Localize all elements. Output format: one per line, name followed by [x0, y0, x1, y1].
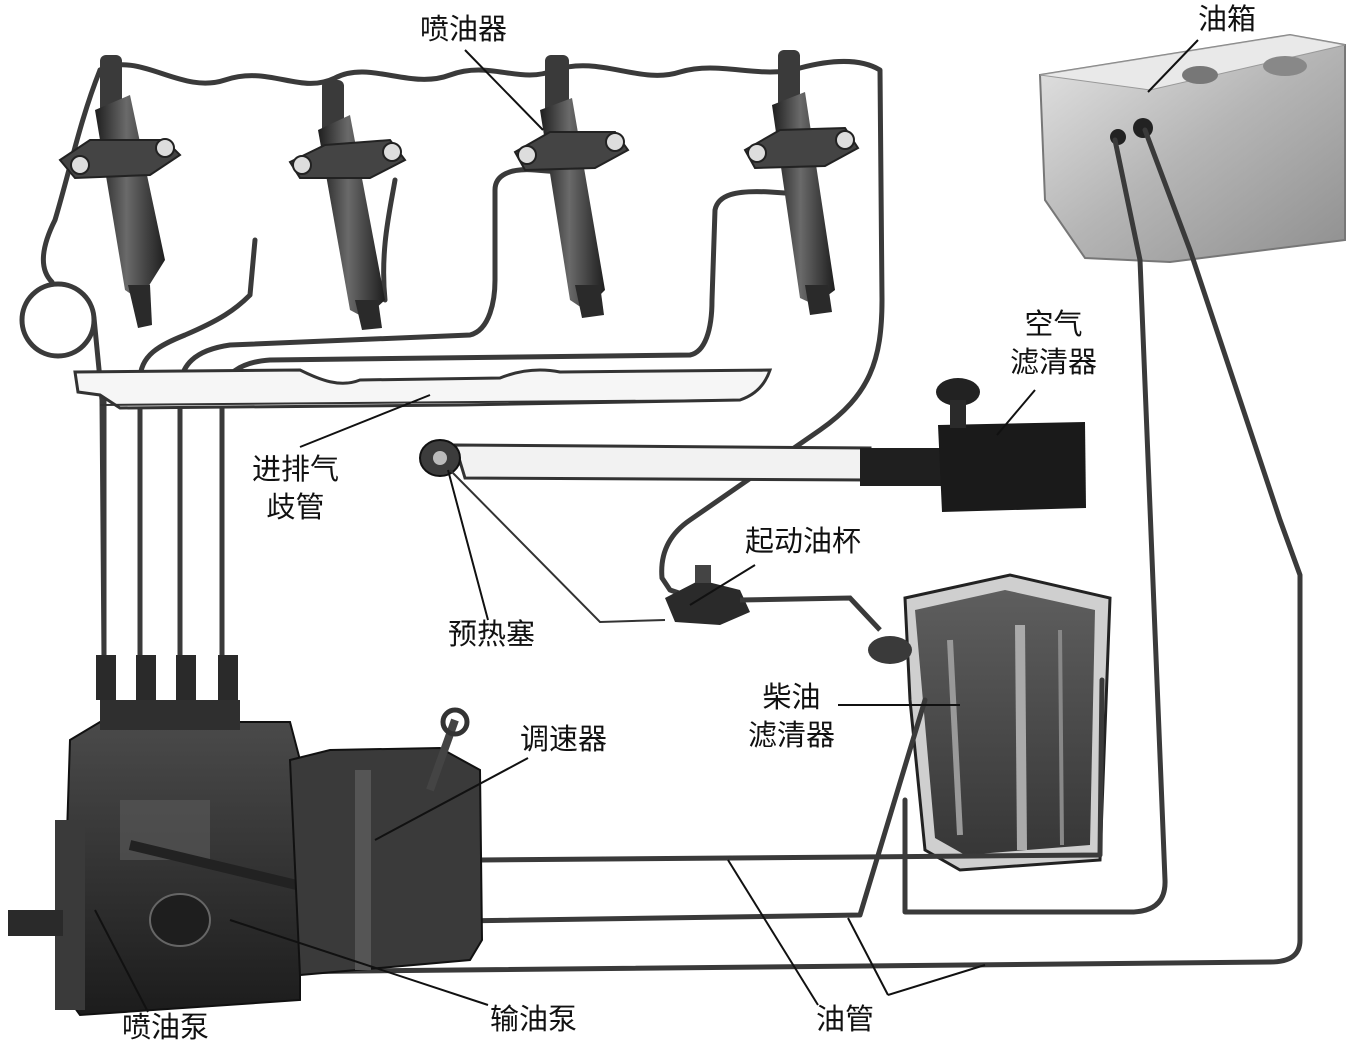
- label-diesel-filter: 柴油 滤清器: [748, 680, 836, 752]
- governor: [288, 707, 484, 977]
- label-injection-pump: 喷油泵: [122, 1010, 210, 1044]
- glow-plug-wire: [449, 469, 666, 624]
- intake-exhaust-manifold: [73, 368, 773, 410]
- label-fuel-pipe: 油管: [816, 1002, 875, 1036]
- fuel-pipes: [257, 127, 1303, 975]
- injector-1: [58, 55, 182, 328]
- label-fuel-tank: 油箱: [1198, 2, 1257, 36]
- injection-pump: [8, 655, 382, 1017]
- label-glow-plug: 预热塞: [448, 617, 536, 651]
- high-pressure-lines: [19, 59, 885, 663]
- fuel-tank: [1038, 33, 1346, 264]
- label-starting-oil-cup: 起动油杯: [745, 524, 862, 558]
- label-intake-exhaust-manifold: 进排气 歧管: [252, 452, 340, 524]
- injector-2: [288, 80, 407, 330]
- label-air-cleaner: 空气 滤清器: [1010, 307, 1098, 379]
- label-transfer-pump: 输油泵: [490, 1002, 578, 1036]
- label-injector: 喷油器: [420, 12, 508, 46]
- leader-lines: [94, 39, 1199, 1013]
- injector-4: [743, 50, 860, 315]
- diesel-filter: [868, 573, 1112, 872]
- injector-3: [513, 55, 630, 318]
- glow-plug: [419, 439, 461, 477]
- air-cleaner: [452, 378, 1086, 512]
- label-governor: 调速器: [520, 722, 608, 756]
- starting-oil-cup: [665, 565, 882, 632]
